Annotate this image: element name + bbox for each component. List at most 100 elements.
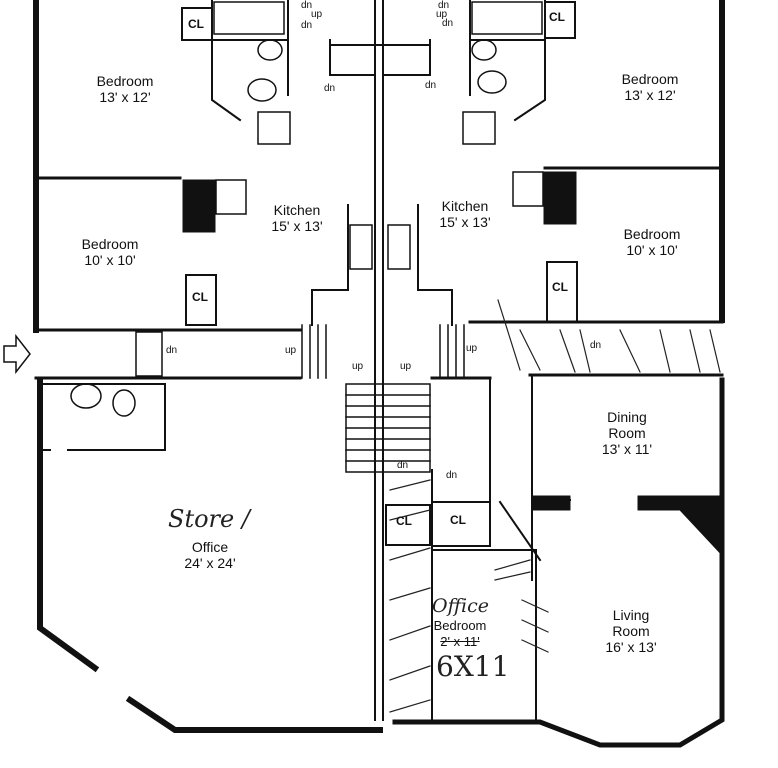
- room-name: Bedroom: [433, 618, 487, 633]
- label-bedroom-nw: Bedroom 13' x 12': [80, 73, 170, 105]
- closet-e: [546, 261, 578, 323]
- room-name: Office: [191, 539, 229, 555]
- dining-column-west: [531, 495, 571, 511]
- label-bedroom-e: Bedroom 10' x 10': [607, 226, 697, 258]
- stair-label-up: up: [400, 361, 412, 372]
- room-size: 15' x 13': [439, 214, 491, 230]
- stair-label-dn: dn: [590, 340, 602, 351]
- toilet-east: [477, 70, 507, 94]
- hvac-unit-west: [257, 111, 291, 145]
- dining-column-east: [637, 495, 723, 557]
- stair-label-dn: dn: [397, 460, 409, 471]
- hvac-unit-east: [462, 111, 496, 145]
- kitchen-sink-east: [387, 224, 411, 270]
- stairs-upper: [329, 39, 431, 76]
- kitchen-counter-west: [311, 204, 349, 326]
- sink-west: [257, 39, 283, 61]
- handwritten-office: Office: [432, 595, 489, 617]
- chimney-east: [543, 171, 577, 225]
- stove-west: [215, 179, 247, 215]
- half-bath: [41, 383, 166, 451]
- closet-label: CL: [552, 280, 568, 294]
- room-name: Bedroom: [81, 236, 139, 252]
- label-dining-room: Dining Room 13' x 11': [582, 409, 672, 457]
- label-kitchen-w: Kitchen 15' x 13': [252, 202, 342, 234]
- room-size: 10' x 10': [84, 252, 136, 268]
- closet-nw: [181, 7, 213, 41]
- room-size: 16' x 13': [605, 639, 657, 655]
- handwritten-size: 6X11: [436, 650, 510, 683]
- dining-wall: [531, 374, 723, 581]
- stairs-lower: [345, 383, 431, 473]
- room-name-line1: Living: [612, 607, 650, 623]
- stair-label-dn: dn: [438, 0, 450, 11]
- tub-west: [213, 1, 285, 35]
- room-size: 13' x 11': [601, 441, 653, 457]
- sink-east: [471, 39, 497, 61]
- room-name: Kitchen: [441, 198, 489, 214]
- room-name: Bedroom: [621, 71, 679, 87]
- label-living-room: Living Room 16' x 13': [586, 607, 676, 655]
- hand-sketch-hatching: [389, 299, 721, 713]
- party-wall: [374, 0, 384, 721]
- bath-west: [211, 0, 289, 122]
- label-bedroom-ne: Bedroom 13' x 12': [605, 71, 695, 103]
- stair-label-dn: dn: [166, 345, 178, 356]
- stair-label-up: up: [352, 361, 364, 372]
- closet-w: [185, 274, 217, 326]
- room-name-line2: Room: [608, 425, 646, 441]
- closet-label: CL: [188, 17, 204, 31]
- label-small-bedroom: Bedroom 2' x 11': [420, 618, 500, 650]
- hall-stairs-west: [301, 324, 327, 379]
- corridor-wall: [489, 377, 542, 562]
- hall-stairs-east: [439, 324, 465, 379]
- tub-east: [471, 1, 543, 35]
- stair-label-up: up: [436, 9, 448, 20]
- label-office: Office 24' x 24': [165, 539, 255, 571]
- closet-label: CL: [549, 10, 565, 24]
- kitchen-counter-east: [417, 204, 453, 326]
- label-bedroom-w: Bedroom 10' x 10': [65, 236, 155, 268]
- closet-label: CL: [450, 513, 466, 527]
- hallway-wall: [34, 373, 724, 380]
- room-size: 13' x 12': [99, 89, 151, 105]
- entry-arrow-icon: [3, 333, 31, 375]
- room-name: Bedroom: [96, 73, 154, 89]
- chimney-west: [182, 179, 216, 233]
- room-size-struck: 2' x 11': [440, 634, 480, 649]
- stair-label-dn: dn: [301, 20, 313, 31]
- closet-label: CL: [192, 290, 208, 304]
- stair-label-up: up: [311, 9, 323, 20]
- stair-label-dn: dn: [301, 0, 313, 11]
- stove-east: [512, 171, 544, 207]
- half-bath-stairs: [135, 331, 163, 377]
- label-kitchen-e: Kitchen 15' x 13': [420, 198, 510, 230]
- room-name-line1: Dining: [607, 409, 647, 425]
- stair-label-up: up: [285, 345, 297, 356]
- exterior-wall-right-lower: [392, 377, 725, 748]
- half-bath-toilet: [112, 389, 136, 417]
- closet-lower-1: [385, 504, 431, 546]
- handwritten-store: Store /: [168, 505, 250, 533]
- closet-ne: [544, 1, 576, 39]
- stair-label-dn: dn: [446, 470, 458, 481]
- kitchen-sink-west: [349, 224, 373, 270]
- stair-label-dn: dn: [324, 83, 336, 94]
- toilet-west: [247, 78, 277, 102]
- room-size: 15' x 13': [271, 218, 323, 234]
- interior-wall-top-right: [468, 166, 724, 324]
- half-bath-sink: [70, 383, 102, 409]
- room-size: 10' x 10': [626, 242, 678, 258]
- room-name: Bedroom: [623, 226, 681, 242]
- interior-wall-top-left: [34, 176, 302, 332]
- closet-label: CL: [396, 514, 412, 528]
- stair-label-up: up: [466, 343, 478, 354]
- stair-label-dn: dn: [425, 80, 437, 91]
- room-size: 13' x 12': [624, 87, 676, 103]
- room-name-line2: Room: [612, 623, 650, 639]
- room-size: 24' x 24': [184, 555, 236, 571]
- room-name: Kitchen: [273, 202, 321, 218]
- closet-lower-2: [431, 501, 491, 547]
- stair-label-dn: dn: [442, 18, 454, 29]
